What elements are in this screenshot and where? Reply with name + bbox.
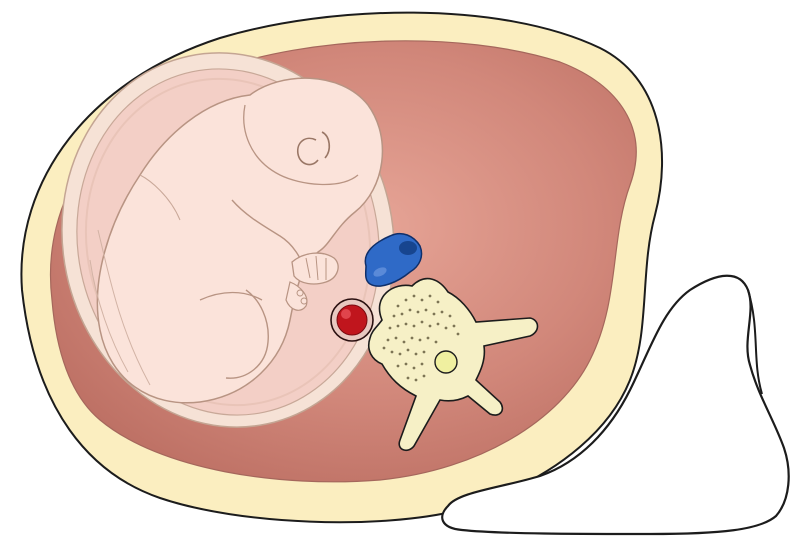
spinal-canal <box>435 351 457 373</box>
aorta <box>331 299 373 341</box>
fetus-hand <box>292 253 338 284</box>
aorta-lumen <box>337 305 367 335</box>
vena-cava-lumen <box>399 241 417 255</box>
aorta-highlight <box>341 309 351 319</box>
